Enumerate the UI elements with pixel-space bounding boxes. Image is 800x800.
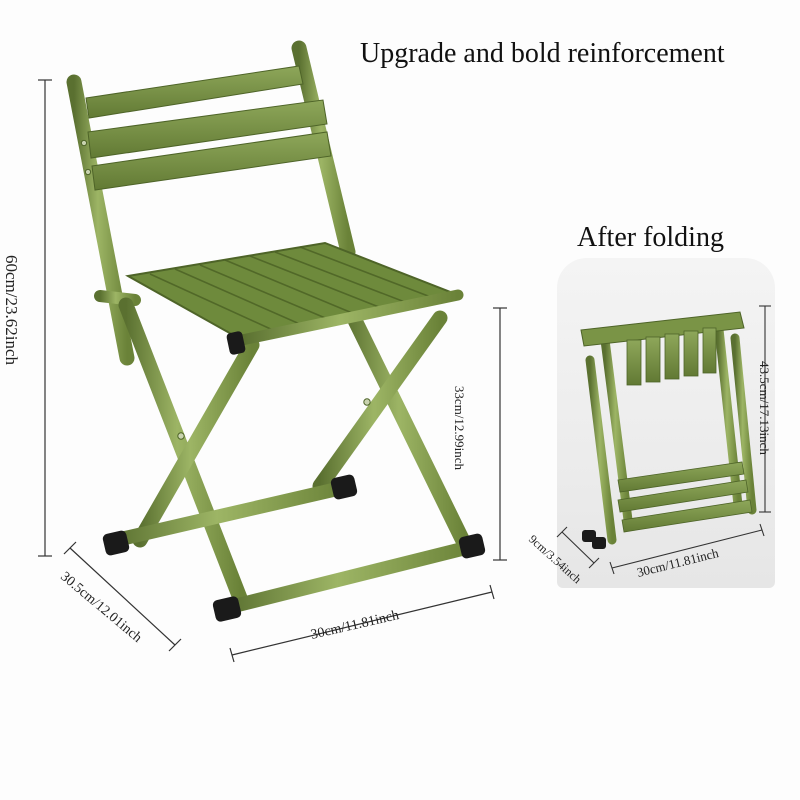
folded-backrest [617, 461, 753, 533]
backrest [85, 65, 332, 191]
folded-dimension-lines [556, 305, 771, 575]
height-total-label: 60cm/23.62inch [2, 254, 22, 366]
folded-feet [582, 530, 606, 549]
bolts [80, 139, 371, 440]
dimension-lines [38, 79, 507, 663]
headline: Upgrade and bold reinforcement [360, 38, 725, 69]
main-chair [66, 40, 486, 622]
feet [102, 474, 486, 622]
folded-chair [580, 311, 757, 549]
seat [125, 241, 464, 355]
runners [105, 480, 481, 615]
folded-seat-slats [626, 327, 717, 386]
folded-height-label: 43.5cm/17.13inch [756, 361, 772, 455]
seat-height-label: 33cm/12.99inch [452, 385, 468, 471]
x-legs [118, 292, 473, 606]
folded-title: After folding [577, 222, 724, 253]
